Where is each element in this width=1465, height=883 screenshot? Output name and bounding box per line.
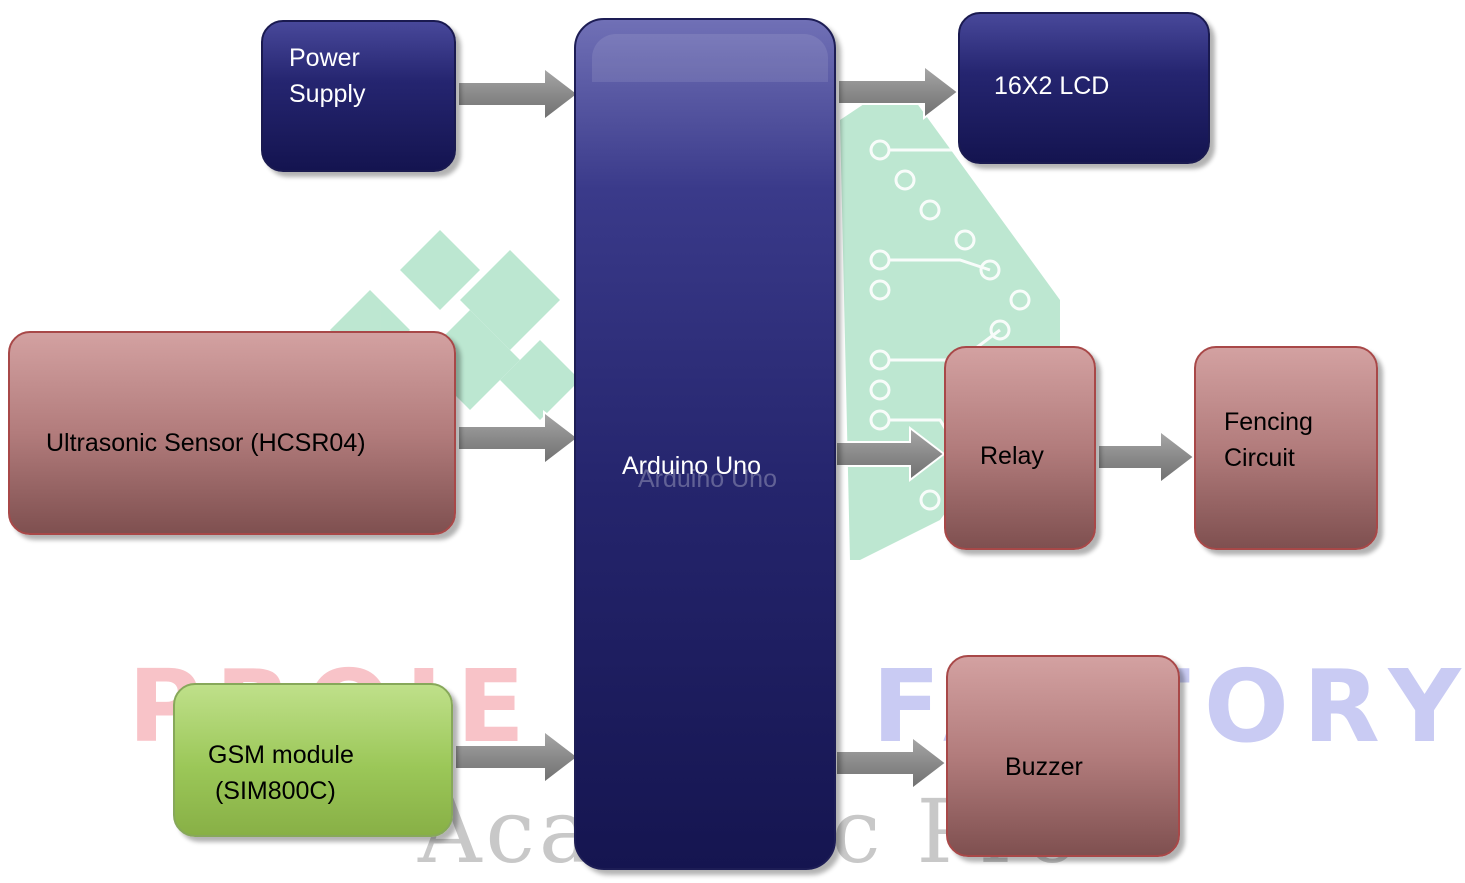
fencing-circuit-block: Fencing Circuit xyxy=(1194,346,1378,550)
buzzer-block: Buzzer xyxy=(946,655,1180,857)
arduino-uno-shadow-label: Arduino Uno xyxy=(638,465,777,493)
gsm-module-block: GSM module (SIM800C) xyxy=(173,683,453,837)
power-supply-block: Power Supply xyxy=(261,20,456,172)
gsm-module-label: GSM module (SIM800C) xyxy=(208,741,354,805)
ultrasonic-sensor-block: Ultrasonic Sensor (HCSR04) xyxy=(8,331,456,535)
arrow-gsm-to-arduino xyxy=(454,728,580,786)
lcd-label: 16X2 LCD xyxy=(994,72,1110,100)
arduino-highlight xyxy=(592,34,828,82)
wm-diamond xyxy=(400,230,480,310)
wm-chip-right xyxy=(840,80,1060,560)
lcd-block: 16X2 LCD xyxy=(958,12,1210,164)
relay-label: Relay xyxy=(980,442,1044,470)
arduino-uno-block: Arduino Uno xyxy=(574,18,836,870)
arrow-arduino-to-lcd xyxy=(837,63,960,121)
ultrasonic-sensor-label: Ultrasonic Sensor (HCSR04) xyxy=(46,429,366,457)
arrow-arduino-to-buzzer xyxy=(835,734,948,792)
arrow-ultrasonic-to-arduino xyxy=(457,409,580,467)
power-supply-label: Power Supply xyxy=(289,44,366,108)
fencing-circuit-label: Fencing Circuit xyxy=(1224,408,1313,472)
relay-block: Relay xyxy=(944,346,1096,550)
wm-diamond xyxy=(500,340,580,420)
arduino-uno-label: Arduino Uno xyxy=(622,452,761,480)
arrow-power_supply-to-arduino xyxy=(457,65,580,123)
arrow-arduino-to-relay xyxy=(835,425,946,483)
buzzer-label: Buzzer xyxy=(1005,753,1083,781)
arrow-relay-to-fencing xyxy=(1097,428,1196,486)
